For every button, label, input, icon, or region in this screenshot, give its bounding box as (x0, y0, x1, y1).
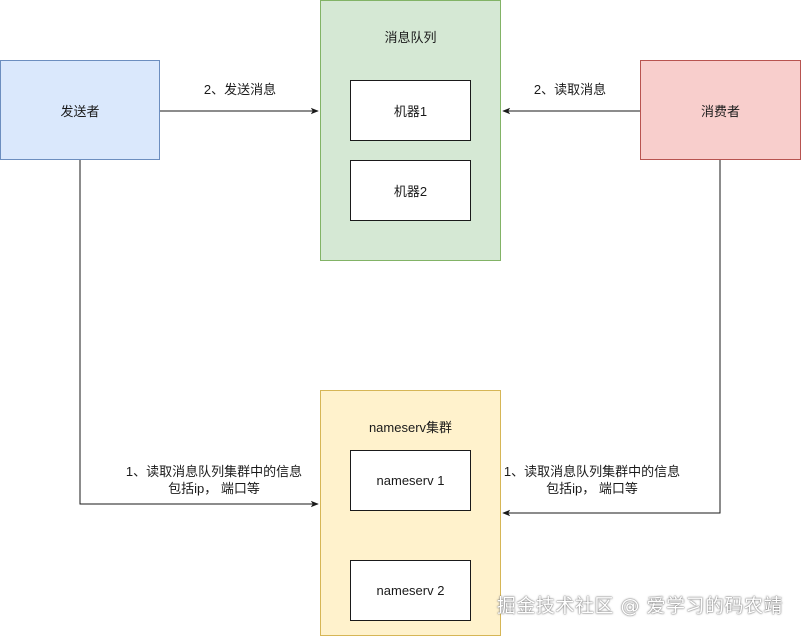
watermark: 掘金技术社区 @ 爱学习的码农靖 (496, 595, 783, 617)
consumer-nameserv-label-line2: 包括ip， 端口等 (546, 481, 638, 496)
nameserv-1-node[interactable]: nameserv 1 (350, 450, 471, 511)
sender-nameserv-label: 1、读取消息队列集群中的信息 包括ip， 端口等 (112, 463, 316, 497)
read-edge-label: 2、读取消息 (533, 82, 607, 97)
consumer-nameserv-label: 1、读取消息队列集群中的信息 包括ip， 端口等 (490, 463, 694, 497)
consumer-node[interactable]: 消费者 (640, 60, 801, 160)
sender-node[interactable]: 发送者 (0, 60, 160, 160)
nameserv-1-label: nameserv 1 (376, 473, 445, 488)
machine-2-label: 机器2 (393, 184, 428, 199)
sender-nameserv-label-line2: 包括ip， 端口等 (168, 481, 260, 496)
consumer-nameserv-label-line1: 1、读取消息队列集群中的信息 (503, 464, 681, 479)
message-queue-title: 消息队列 (384, 30, 437, 45)
nameserv-2-node[interactable]: nameserv 2 (350, 560, 471, 621)
nameserv-cluster-title: nameserv集群 (368, 420, 453, 435)
machine-1-node[interactable]: 机器1 (350, 80, 471, 141)
sender-nameserv-edge (79, 160, 319, 508)
send-edge-label: 2、发送消息 (203, 82, 277, 97)
consumer-nameserv-edge (502, 160, 721, 517)
machine-1-label: 机器1 (393, 104, 428, 119)
consumer-label: 消费者 (700, 103, 740, 119)
sender-label: 发送者 (60, 103, 100, 119)
machine-2-node[interactable]: 机器2 (350, 160, 471, 221)
sender-nameserv-label-line1: 1、读取消息队列集群中的信息 (125, 464, 303, 479)
nameserv-2-label: nameserv 2 (376, 583, 445, 598)
